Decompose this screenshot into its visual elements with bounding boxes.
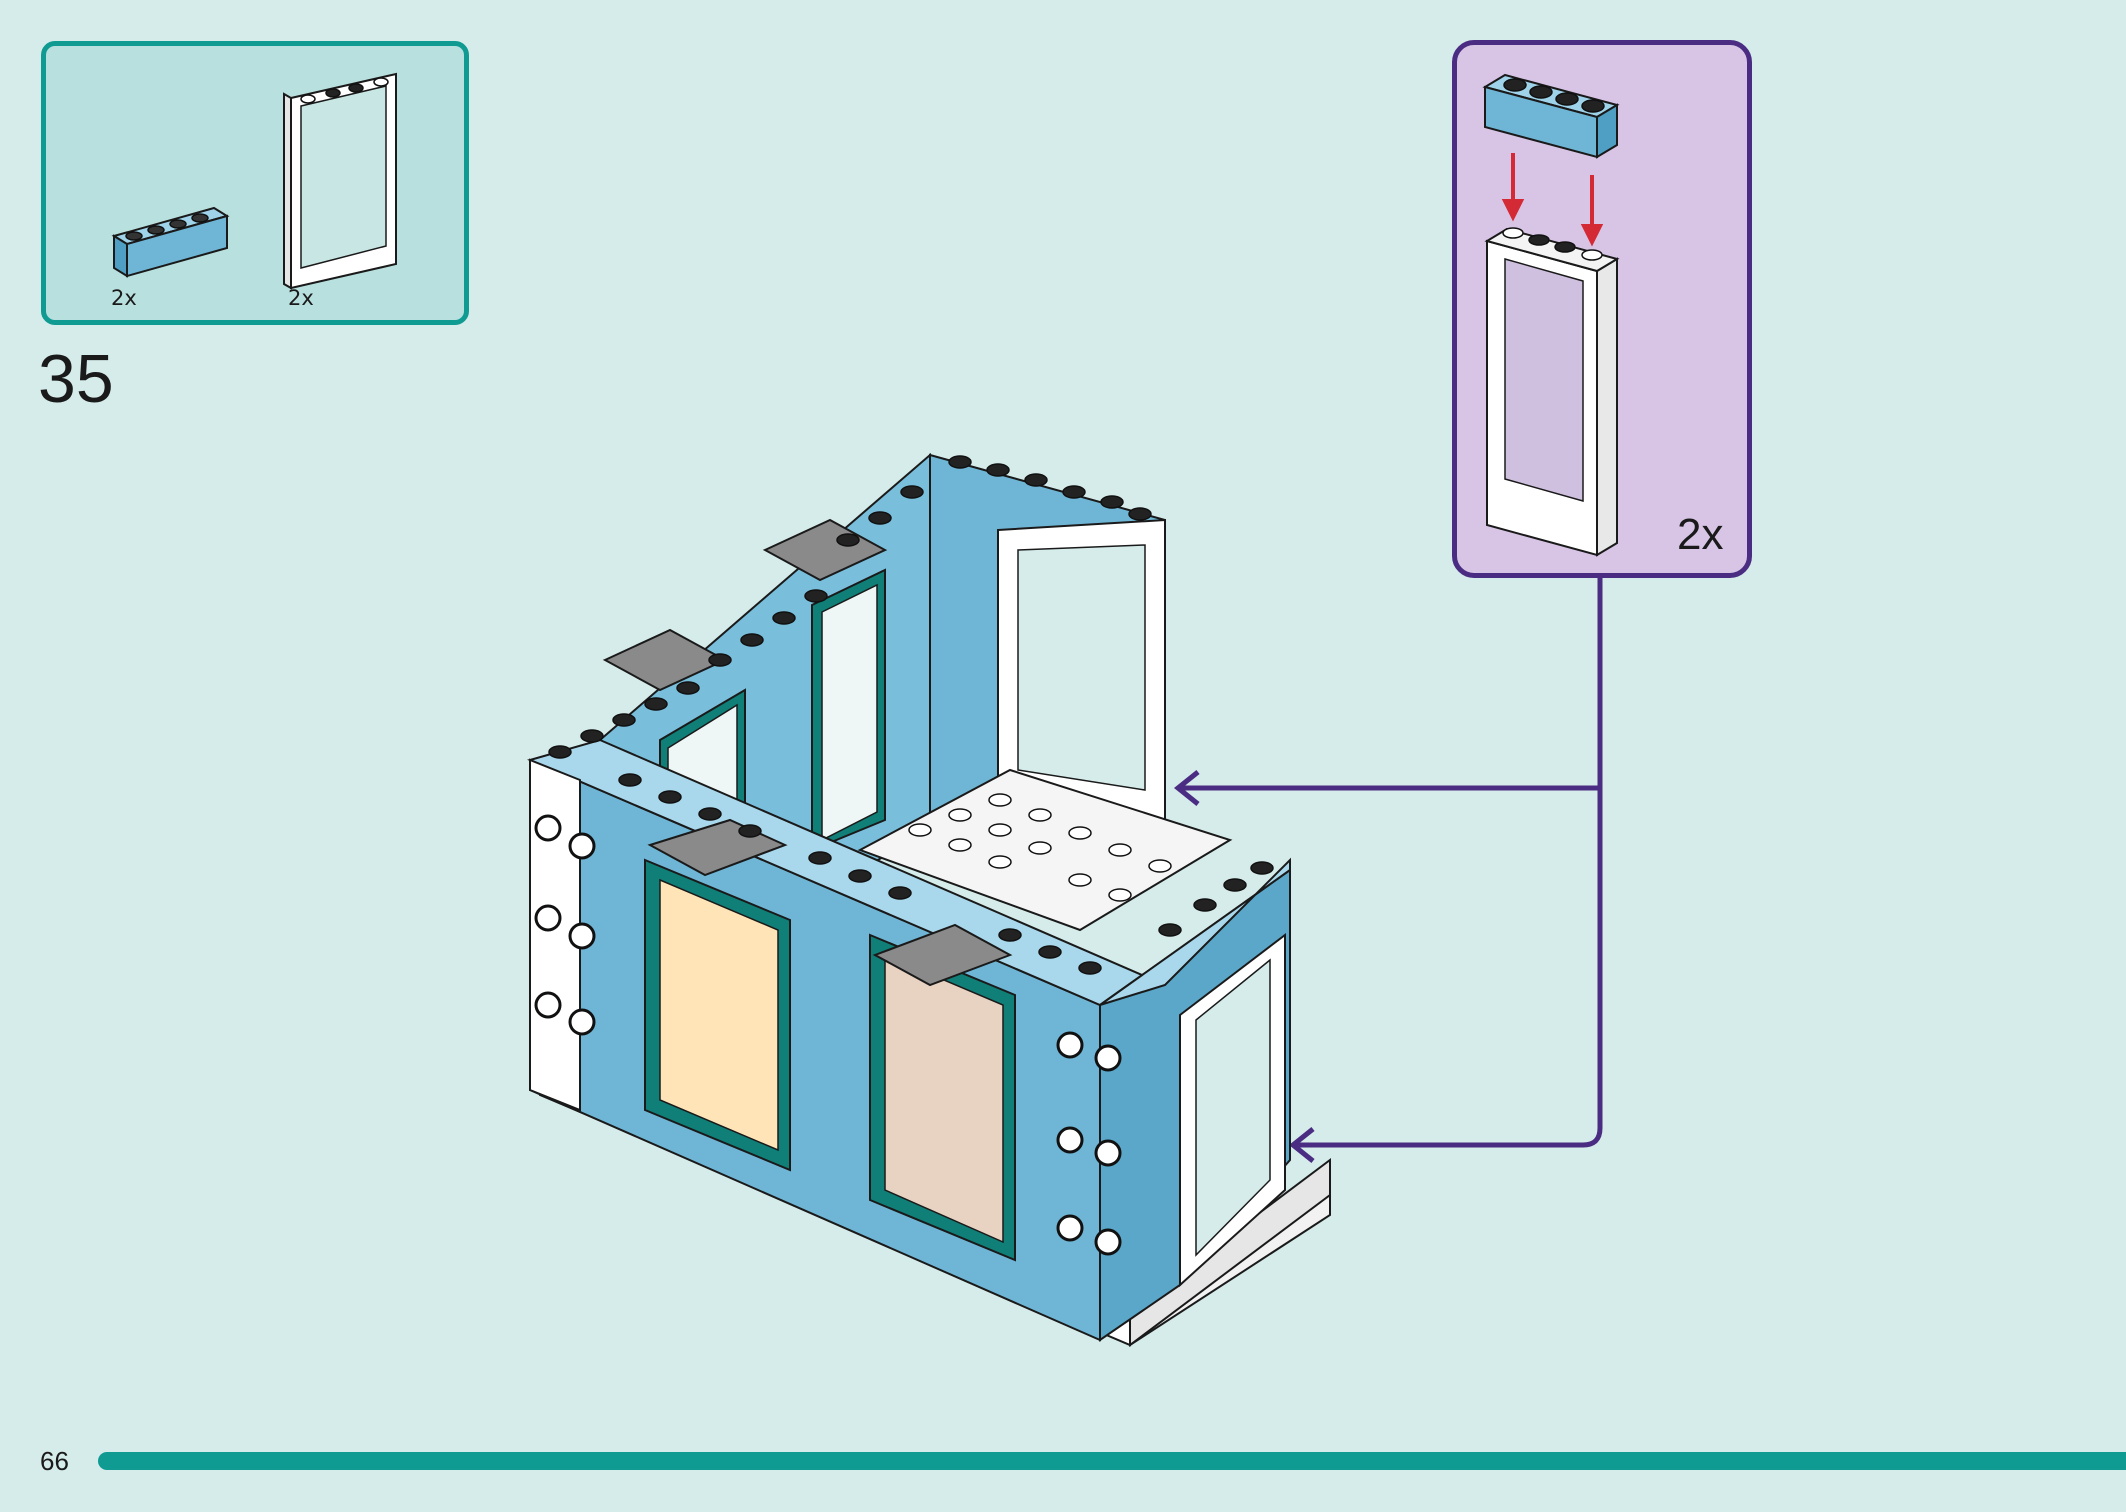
sub-assembly-quantity: 2x (1677, 510, 1724, 559)
blue-brick-icon (111, 206, 230, 278)
brick-quantity: 2x (111, 286, 137, 310)
door-frame-icon (283, 72, 397, 290)
placement-arrow-icon (1501, 153, 1604, 247)
parts-list-panel: 2x 2x (41, 41, 469, 325)
page-number: 66 (40, 1446, 69, 1476)
sub-assembly-illustration (1482, 73, 1620, 557)
step-number: 35 (38, 341, 114, 417)
sub-assembly-callout: 2x (1452, 40, 1752, 578)
studs (548, 455, 1274, 975)
door-frame-quantity: 2x (288, 286, 314, 310)
parts-illustration (111, 72, 397, 290)
door-frame-icon (1484, 227, 1620, 557)
callout-leader-line (1173, 578, 1603, 1163)
blue-brick-icon (1482, 73, 1620, 159)
page-progress-bar (98, 1452, 2126, 1470)
